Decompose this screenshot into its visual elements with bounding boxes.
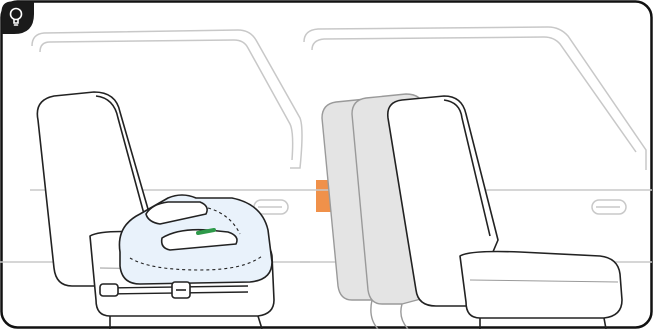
tip-badge bbox=[0, 0, 36, 36]
